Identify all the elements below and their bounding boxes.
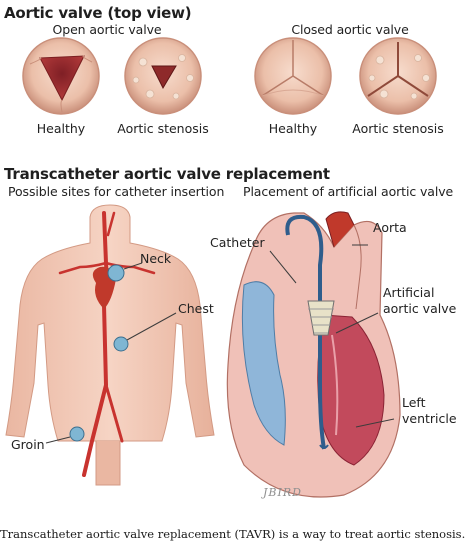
heart-label-artificial-1: Artificial: [383, 285, 435, 300]
artist-signature: JBIRD: [263, 486, 302, 499]
chest-site-dot: [113, 336, 129, 352]
torso: [5, 204, 215, 486]
valve-open-healthy: [22, 37, 100, 115]
valve-closed-stenosis: [359, 37, 437, 115]
open-valve-label: Open aortic valve: [52, 22, 162, 37]
valve-label-closed-healthy: Healthy: [268, 121, 318, 136]
valve-open-stenosis: [124, 37, 202, 115]
valve-label-open-stenosis: Aortic stenosis: [117, 121, 209, 136]
valve-illustrations: [22, 37, 437, 115]
heart-label-artificial-2: aortic valve: [383, 301, 457, 316]
neck-site-dot: [107, 264, 125, 282]
right-side-blue: [241, 281, 286, 446]
site-label-groin: Groin: [11, 437, 45, 452]
catheter: [285, 214, 329, 450]
section-title-tavr: Transcatheter aortic valve replacement: [4, 165, 330, 183]
heart-label-catheter: Catheter: [210, 235, 265, 250]
left-subtitle: Possible sites for catheter insertion: [8, 184, 225, 199]
body-illustration: [5, 204, 215, 486]
figure-caption: Transcatheter aortic valve replacement (…: [0, 527, 466, 541]
heart-illustration: [226, 211, 401, 498]
valve-closed-healthy: [254, 37, 332, 115]
groin-site-dot: [69, 426, 85, 442]
heart-label-left-1: Left: [402, 395, 426, 410]
site-label-chest: Chest: [178, 301, 214, 316]
artificial-valve-stent: [307, 300, 335, 336]
section-title-valve: Aortic valve (top view): [4, 4, 192, 22]
valve-label-open-healthy: Healthy: [36, 121, 86, 136]
valve-label-closed-stenosis: Aortic stenosis: [352, 121, 444, 136]
heart-label-aorta: Aorta: [373, 220, 407, 235]
site-label-neck: Neck: [140, 251, 172, 266]
right-subtitle: Placement of artificial aortic valve: [243, 184, 454, 199]
heart-label-left-2: ventricle: [402, 411, 457, 426]
left-ventricle-red: [317, 314, 385, 466]
closed-valve-label: Closed aortic valve: [291, 22, 409, 37]
